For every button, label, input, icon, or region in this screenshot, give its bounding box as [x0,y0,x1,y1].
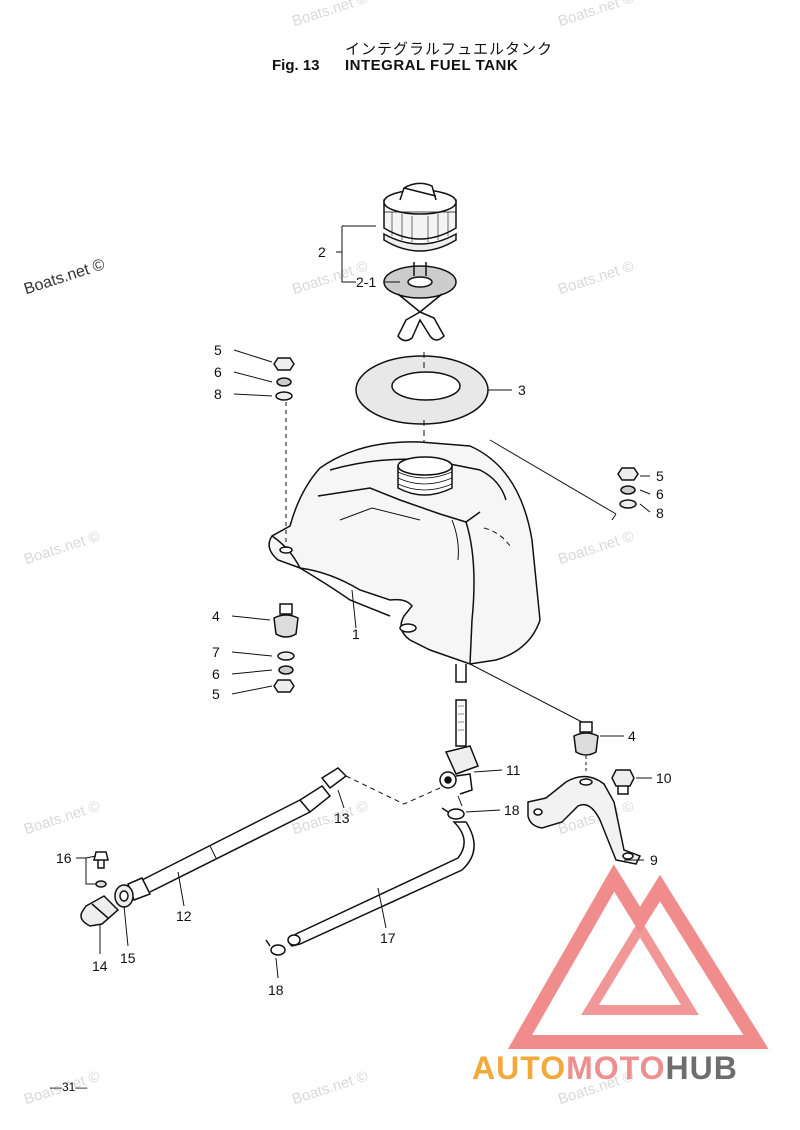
callout-4: 4 [212,608,220,624]
nut-washer-stack-top-left [273,357,295,548]
callout-6: 6 [212,666,220,682]
callout-9: 9 [650,852,658,868]
screw-part-16 [93,851,109,888]
callout-8: 8 [656,505,664,521]
callout-16: 16 [56,850,72,866]
hose-clip-part-18-lower [265,939,286,956]
callout-10: 10 [656,770,672,786]
bolt-part-10 [611,769,635,795]
mounting-bracket-part-9 [527,775,642,865]
callout-14: 14 [92,958,108,974]
rubber-mount-right-part-4 [573,721,599,774]
fuel-cock-part-11 [439,699,479,807]
figure-number: Fig. 13 [272,57,320,74]
grommet-part-15 [114,884,134,908]
connector-part-14 [80,895,120,927]
callout-2-1: 2-1 [356,274,377,290]
hose-clip-part-18-upper [441,807,465,820]
callout-3: 3 [518,382,526,398]
callout-17: 17 [380,930,396,946]
rubber-mount-left-part-4 [273,603,299,693]
callout-18: 18 [504,802,520,818]
brand-moto: MOTO [566,1050,666,1086]
callout-5: 5 [656,468,664,484]
fuel-line-part-12 [127,785,332,901]
fuel-hose-part-17 [287,821,475,947]
seal-ring-part-3 [355,355,489,425]
fuel-tank-part-1 [268,441,541,683]
hose-joint-part-13 [320,767,441,805]
callout-6: 6 [656,486,664,502]
fuel-cap-part-2 [383,182,457,252]
cap-gasket-part-2-1 [383,262,457,342]
callout-5: 5 [214,342,222,358]
brand-auto: AUTO [472,1050,567,1086]
callout-11: 11 [506,762,521,778]
page-number: —31— [50,1080,88,1094]
brand-hub: HUB [665,1050,738,1086]
callout-2: 2 [318,244,326,260]
callout-5: 5 [212,686,220,702]
callout-4: 4 [628,728,636,744]
callout-12: 12 [176,908,192,924]
callout-13: 13 [334,810,350,826]
brand-wordmark: AUTOMOTOHUB [472,1050,738,1087]
title-japanese: インテグラルフュエルタンク [345,40,554,58]
callout-6: 6 [214,364,222,380]
callout-18: 18 [268,982,284,998]
callout-7: 7 [212,644,220,660]
callout-1: 1 [352,626,360,642]
callout-15: 15 [120,950,136,966]
nut-washer-stack-right [489,439,639,521]
callout-8: 8 [214,386,222,402]
figure-title: INTEGRAL FUEL TANK [345,57,519,74]
